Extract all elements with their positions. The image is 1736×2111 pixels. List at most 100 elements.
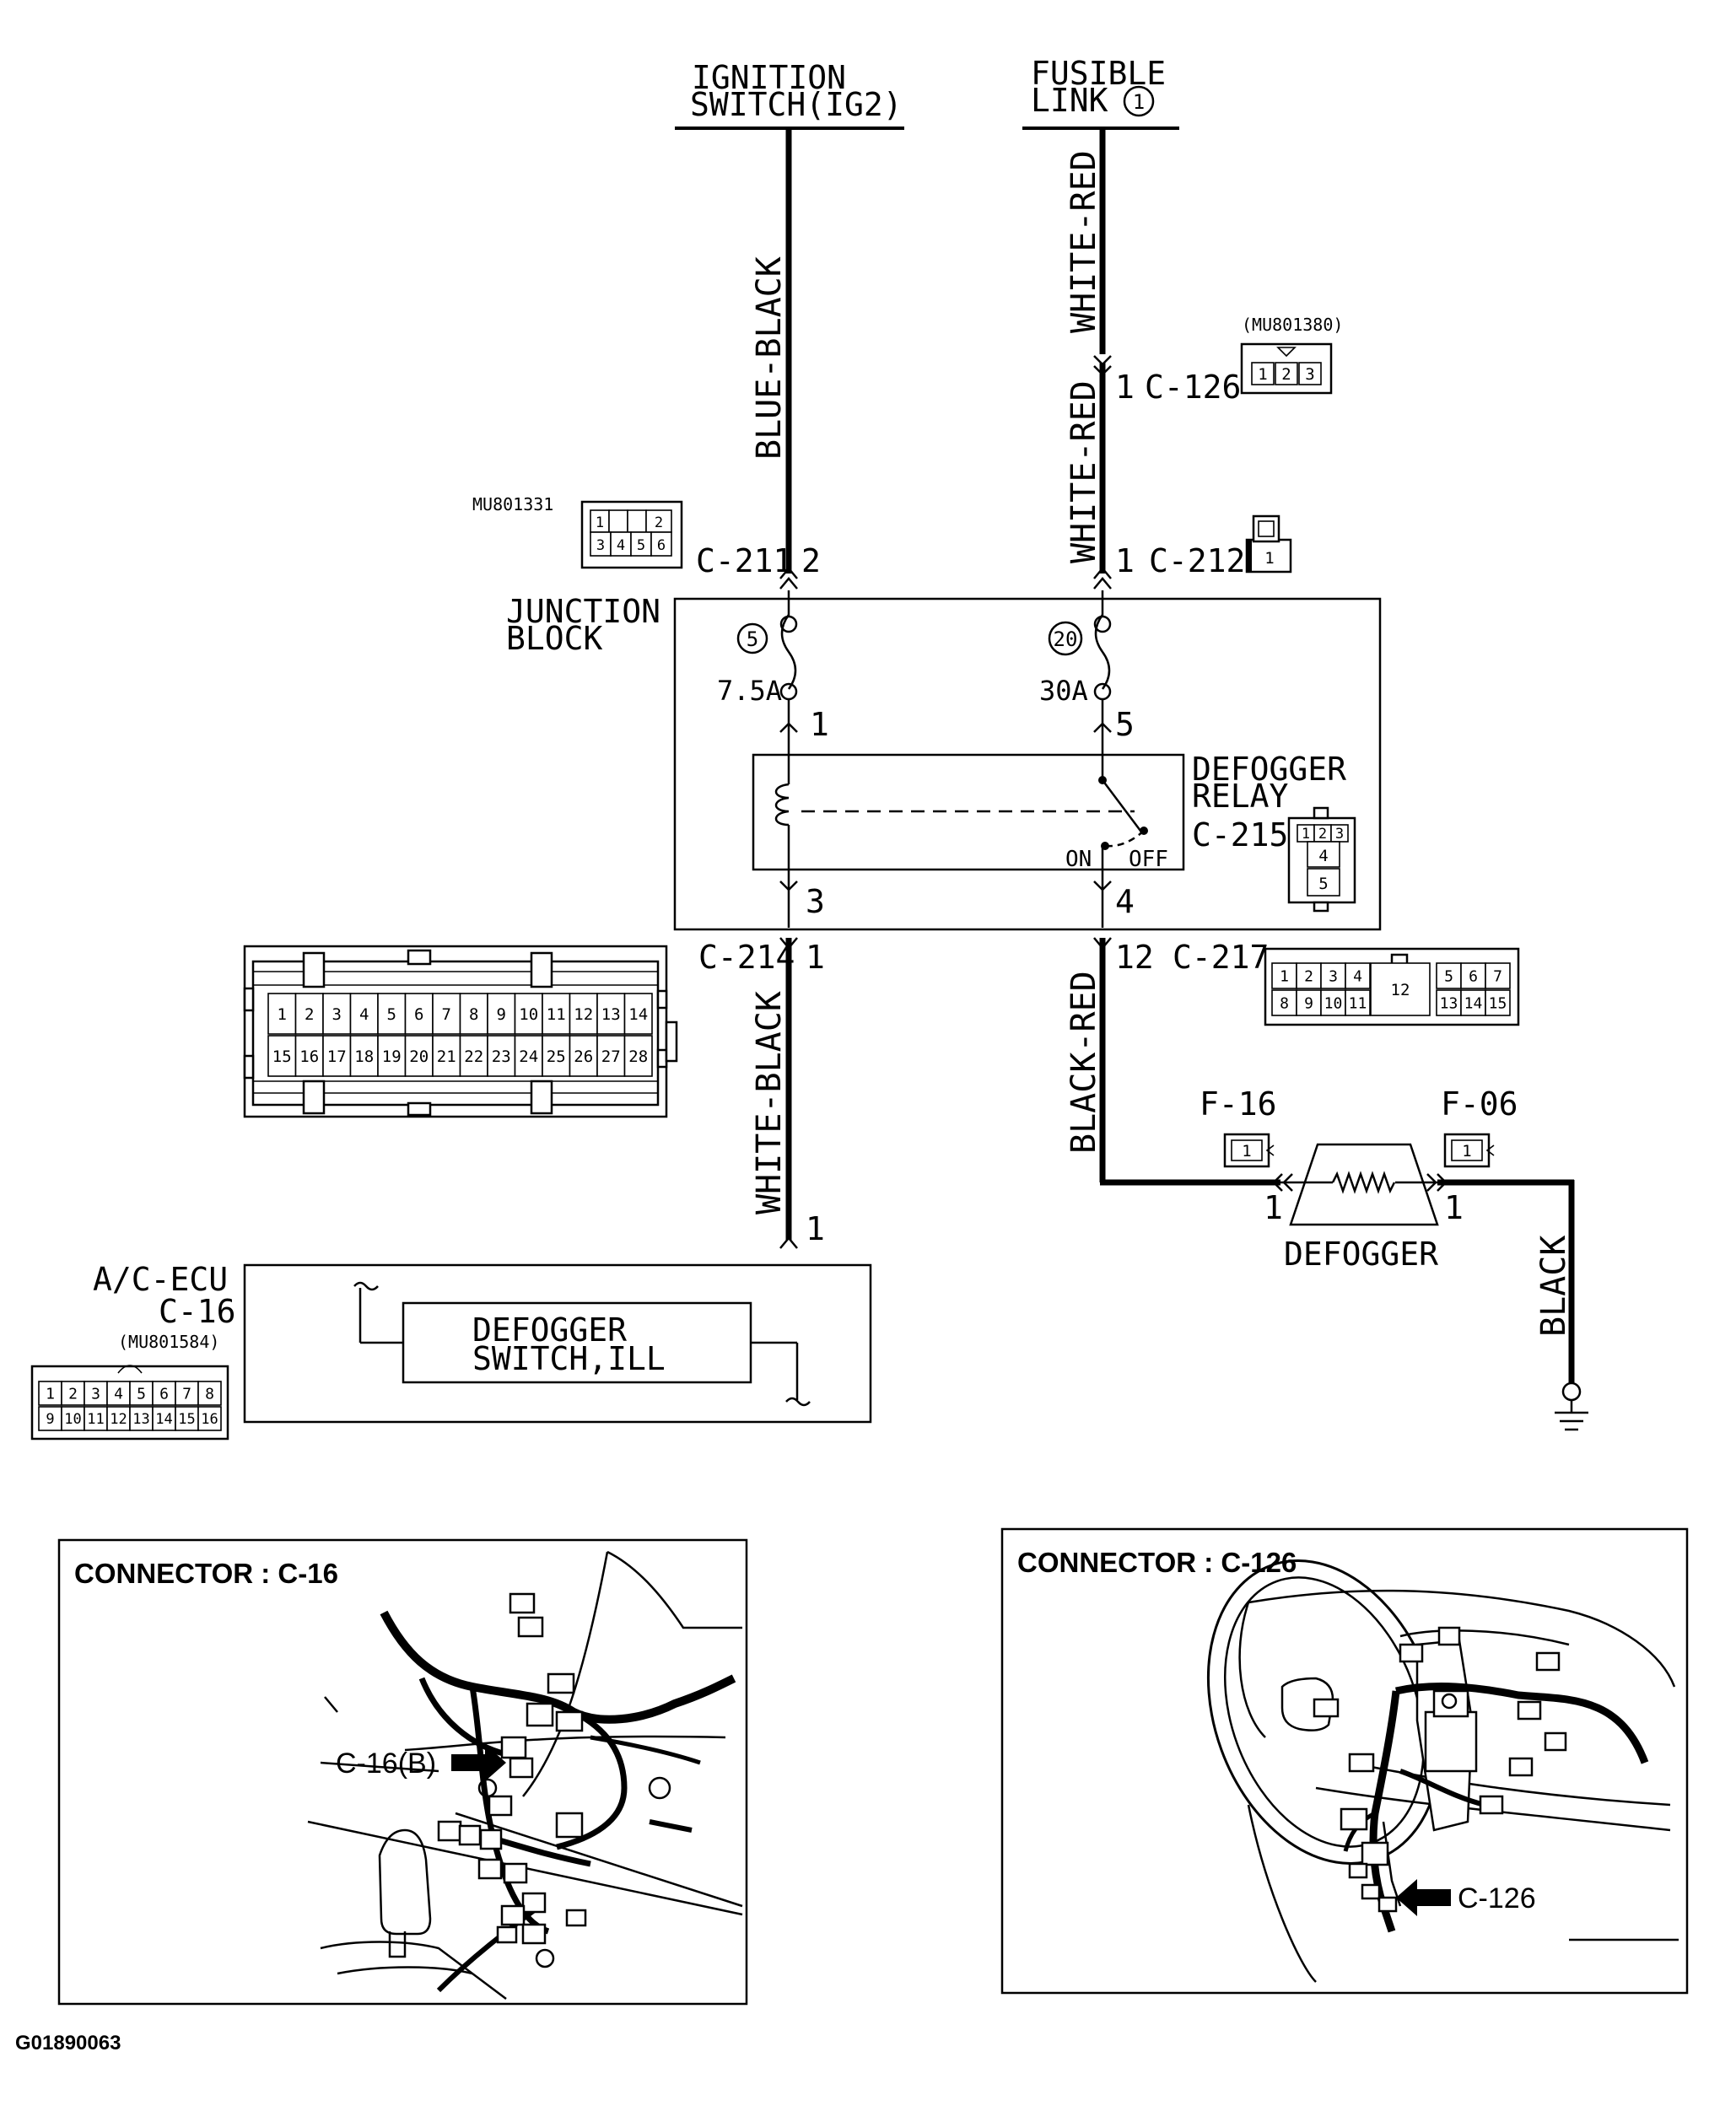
wire-runs <box>785 128 1575 1383</box>
c214-top-cell <box>459 993 488 1035</box>
c214-bottom-cell <box>623 1035 653 1077</box>
c214-top-cell <box>542 993 571 1035</box>
c217-top-left-cell <box>1271 962 1297 989</box>
c16-bottom-pin: 14 <box>155 1411 172 1428</box>
svg-text:DEFOGGER: DEFOGGER <box>472 1311 627 1349</box>
c214-top-cell <box>432 993 461 1035</box>
c214-top-pin: 1 <box>278 1005 287 1024</box>
c217-top-right-pin: 6 <box>1469 967 1478 985</box>
c214-bottom-cell <box>322 1035 352 1077</box>
svg-text:1: 1 <box>1242 1142 1251 1161</box>
svg-text:2: 2 <box>801 542 821 579</box>
c214-bottom-cell <box>404 1035 434 1077</box>
svg-text:3: 3 <box>596 537 605 554</box>
c214-top-pin: 13 <box>601 1005 621 1024</box>
c214-bottom-cell <box>377 1035 407 1077</box>
connector-c16-location-panel: CONNECTOR : C-16 <box>57 1538 748 2006</box>
ac-ecu: 1 A/C-ECU C-16 (MU801584) DEFOGGER SWITC… <box>30 1210 872 1441</box>
svg-text:2: 2 <box>1318 826 1327 843</box>
c126-location-drawing <box>1206 1559 1679 1983</box>
svg-text:3: 3 <box>806 883 825 920</box>
svg-text:DEFOGGER: DEFOGGER <box>1192 751 1346 788</box>
svg-text:OFF: OFF <box>1129 847 1168 872</box>
c16-bottom-cell <box>129 1406 154 1431</box>
figure-id: G01890063 <box>15 2032 121 2054</box>
c16-bottom-pin: 15 <box>178 1411 195 1428</box>
connector-c212: 1 C-212 1 <box>1115 514 1292 579</box>
c16-top-cell <box>38 1381 62 1406</box>
svg-text:C-212: C-212 <box>1149 542 1245 579</box>
c214-top-pin: 9 <box>497 1005 506 1024</box>
c214-top-cell <box>404 993 434 1035</box>
c217-bottom-right-cell <box>1460 989 1486 1016</box>
c217-top-right-pin: 7 <box>1493 967 1502 985</box>
splice-marks <box>779 355 1112 1249</box>
c16-bottom-cell <box>197 1406 222 1431</box>
c214-bottom-pin: 20 <box>409 1047 429 1066</box>
svg-text:4: 4 <box>617 537 625 554</box>
c214-top-cell <box>623 993 653 1035</box>
defogger-relay: ON OFF 3 4 DEFOGGER RELAY C-215 1 2 3 4 … <box>752 751 1356 928</box>
svg-text:LINK: LINK <box>1031 82 1108 119</box>
svg-text:RELAY: RELAY <box>1192 778 1289 815</box>
svg-text:5: 5 <box>1318 875 1328 893</box>
c214-bottom-pin: 19 <box>382 1047 402 1066</box>
wire-label-white-red-bottom: WHITE-RED <box>1065 380 1103 563</box>
c217-top-left-cell <box>1320 962 1346 989</box>
c16-bottom-cell <box>175 1406 199 1431</box>
svg-text:C-126: C-126 <box>1145 369 1241 406</box>
c214-bottom-pin: 26 <box>574 1047 593 1066</box>
c214-top-pin: 4 <box>359 1005 369 1024</box>
svg-text:C-16: C-16 <box>159 1293 236 1330</box>
c214-top-pin: 8 <box>469 1005 478 1024</box>
c217-bottom-left-cell <box>1320 989 1346 1016</box>
c214-top-cell <box>514 993 543 1035</box>
c16-bottom-pin: 11 <box>87 1411 104 1428</box>
c217-top-left-pin: 1 <box>1280 967 1289 985</box>
svg-text:3: 3 <box>1305 365 1314 384</box>
c16-top-pin: 4 <box>114 1385 123 1403</box>
c214-bottom-pin: 23 <box>492 1047 511 1066</box>
c217-bottom-left-cell <box>1345 989 1371 1016</box>
svg-text:2: 2 <box>1281 365 1291 384</box>
svg-text:1: 1 <box>1115 369 1135 406</box>
svg-text:1: 1 <box>1115 542 1135 579</box>
c214-top-pin: 14 <box>628 1005 648 1024</box>
c217-top-right-pin: 5 <box>1444 967 1453 985</box>
defogger-element: F-16 1 F-06 1 1 1 DEFOGGER <box>1200 1085 1518 1273</box>
wire-label-blue-black: BLUE-BLACK <box>750 256 789 460</box>
c16-top-pin: 3 <box>91 1385 100 1403</box>
fusible-link-label: FUSIBLE LINK 1 <box>1022 55 1179 130</box>
c217-top-left-cell <box>1345 962 1371 989</box>
svg-text:5: 5 <box>747 627 758 651</box>
svg-text:3: 3 <box>1335 826 1344 843</box>
svg-text:F-06: F-06 <box>1441 1085 1518 1123</box>
panel-title-c126: CONNECTOR : C-126 <box>1017 1547 1297 1578</box>
c214-bottom-pin: 16 <box>299 1047 319 1066</box>
svg-text:F-16: F-16 <box>1200 1085 1277 1123</box>
svg-text:A/C-ECU: A/C-ECU <box>93 1261 228 1298</box>
c16-top-pin: 8 <box>205 1385 214 1403</box>
svg-text:1: 1 <box>596 514 604 531</box>
c217-top-right-cell <box>1460 962 1486 989</box>
svg-text:DEFOGGER: DEFOGGER <box>1284 1236 1438 1273</box>
c217-top-left-pin: 3 <box>1329 967 1338 985</box>
c16-top-pin: 5 <box>137 1385 146 1403</box>
c217-bottom-right-pin: 14 <box>1464 994 1483 1012</box>
c214-bottom-pin: 21 <box>437 1047 456 1066</box>
c214-bottom-cell <box>267 1035 297 1077</box>
svg-text:7.5A: 7.5A <box>717 675 782 707</box>
svg-text:12: 12 <box>1391 981 1410 999</box>
svg-text:5: 5 <box>1115 706 1135 743</box>
svg-text:6: 6 <box>657 537 666 554</box>
c16-bottom-pin: 12 <box>110 1411 127 1428</box>
wire-label-black: BLACK <box>1534 1236 1573 1337</box>
c217-bottom-left-pin: 8 <box>1280 994 1289 1012</box>
c214-bottom-pin: 28 <box>628 1047 648 1066</box>
svg-text:1: 1 <box>1133 90 1145 114</box>
c16-top-cell <box>129 1381 154 1406</box>
